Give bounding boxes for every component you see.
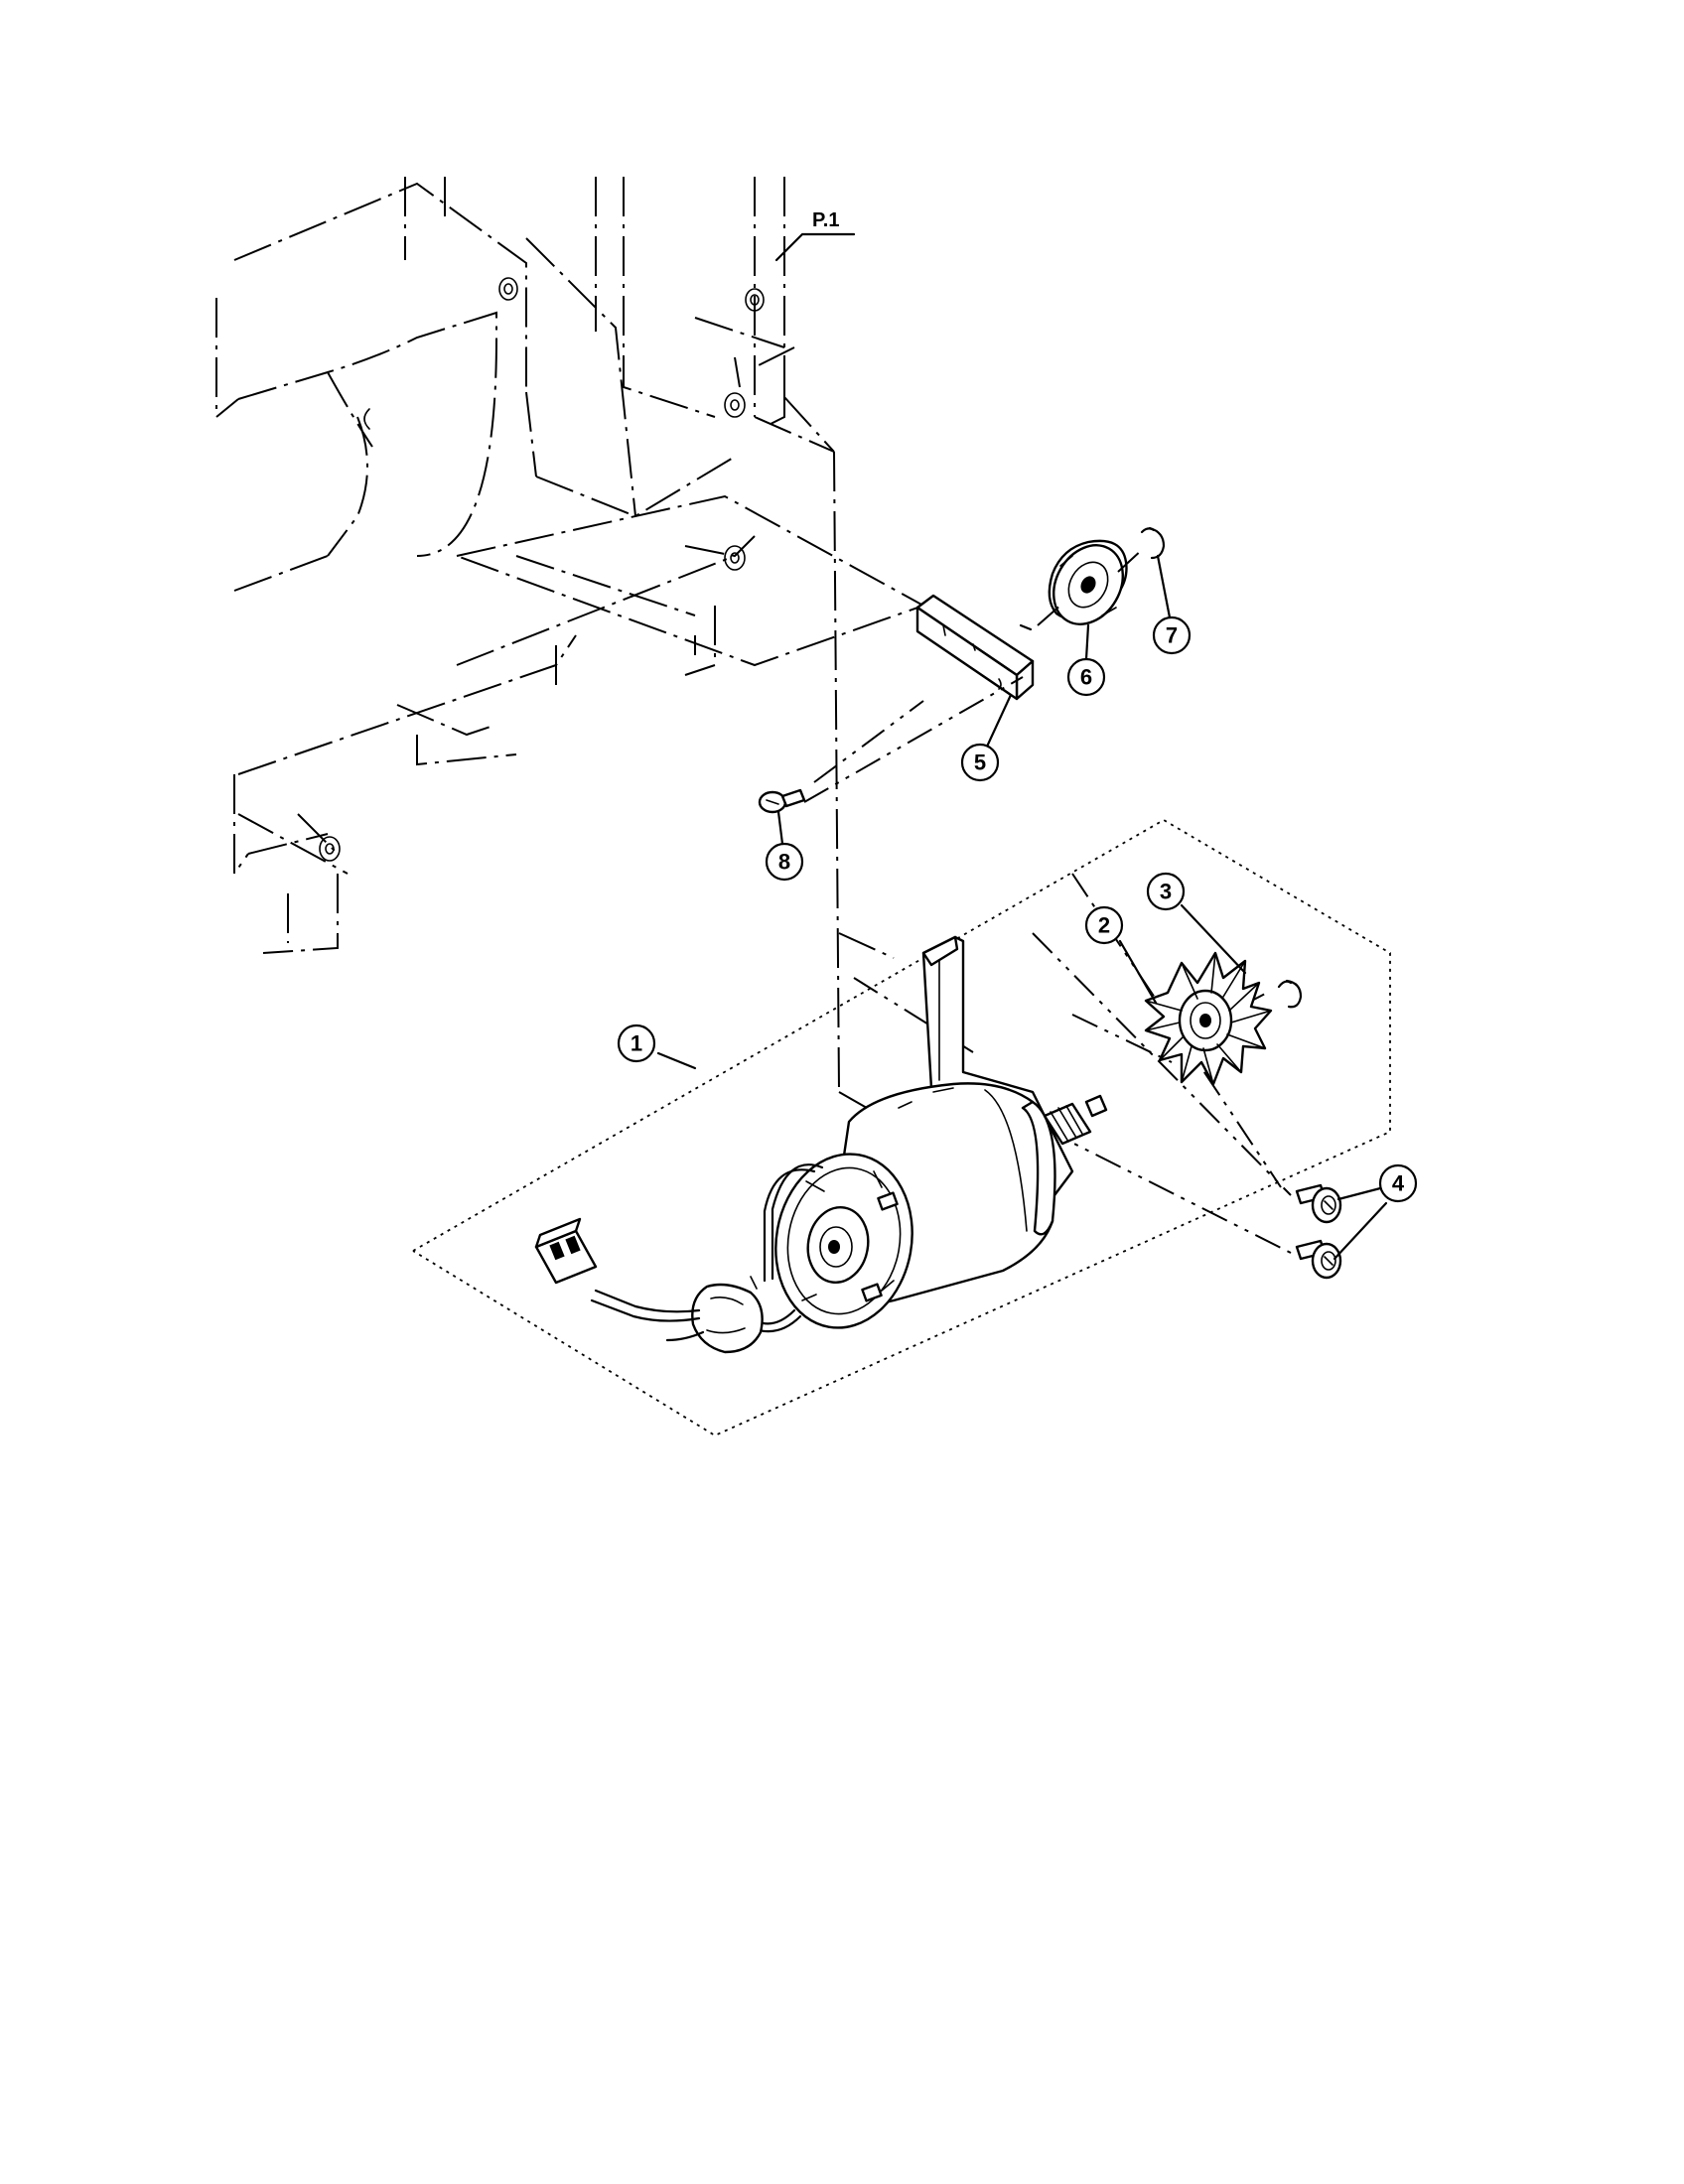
fan-part-2 (1144, 951, 1273, 1086)
leader-lines (656, 554, 1388, 1261)
screw-part-4-lower (1295, 1239, 1342, 1280)
motor-assembly (534, 935, 1108, 1354)
chassis-holes (319, 277, 765, 862)
motor-assembly-boundary (412, 818, 1391, 1437)
reference-label: P.1 (812, 209, 839, 231)
screw-part-4-upper (1295, 1183, 1342, 1224)
pulley-part-6 (1019, 539, 1128, 631)
callout-6-label: 6 (1080, 665, 1092, 690)
bracket-plate-part-5 (915, 594, 1035, 701)
screw-part-8 (758, 788, 806, 814)
callout-3: 3 (1146, 872, 1186, 911)
callout-8-label: 8 (778, 850, 790, 875)
chassis-frame-phantom (215, 177, 926, 1113)
callout-6: 6 (1066, 657, 1106, 697)
reference-p1: P.1 (774, 209, 856, 262)
callout-5-label: 5 (974, 751, 986, 775)
e-ring-part-3 (1277, 979, 1303, 1009)
e-ring-part-7 (1140, 526, 1166, 560)
callout-1-label: 1 (631, 1031, 642, 1056)
callout-7: 7 (1152, 615, 1192, 655)
callout-4: 4 (1378, 1163, 1418, 1203)
callout-8: 8 (765, 842, 804, 882)
callout-3-label: 3 (1160, 880, 1172, 904)
callout-7-label: 7 (1166, 623, 1178, 648)
callout-1: 1 (617, 1024, 656, 1063)
callout-2-label: 2 (1098, 913, 1110, 938)
callout-2: 2 (1084, 905, 1124, 945)
callout-4-label: 4 (1392, 1171, 1405, 1196)
callout-5: 5 (960, 743, 1000, 782)
